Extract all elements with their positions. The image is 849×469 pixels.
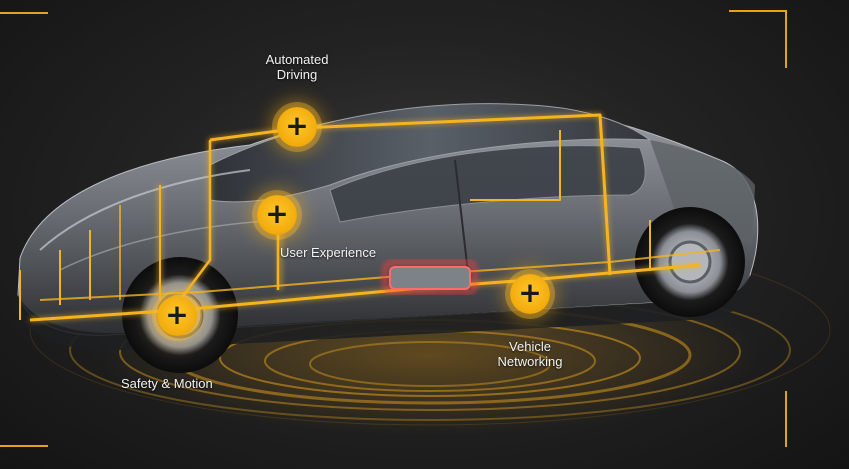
plus-icon: + [518, 276, 542, 309]
automated-driving-label: Automated Driving [252, 52, 342, 82]
plus-icon: + [165, 298, 189, 331]
safety-motion-label: Safety & Motion [121, 376, 213, 391]
automated-driving-label-line1: Automated [265, 52, 329, 67]
corner-bracket-top-left [0, 12, 48, 14]
battery-module [382, 259, 478, 295]
safety-motion-hotspot-button[interactable]: + [157, 296, 197, 336]
vehicle-networking-hotspot-button[interactable]: + [510, 274, 550, 314]
corner-bracket-bottom-left [0, 445, 48, 447]
plus-icon: + [265, 197, 289, 230]
vehicle-networking-label-line2: Networking [497, 354, 563, 369]
user-experience-hotspot-button[interactable]: + [257, 195, 297, 235]
corner-bracket-bottom-right [785, 391, 787, 447]
safety-motion-label-text: Safety & Motion [121, 376, 213, 391]
vehicle-networking-label: Vehicle Networking [485, 339, 575, 369]
user-experience-label: User Experience [280, 245, 376, 260]
automated-driving-hotspot-button[interactable]: + [277, 107, 317, 147]
automated-driving-label-line2: Driving [276, 67, 318, 82]
vehicle-networking-label-line1: Vehicle [509, 339, 551, 354]
user-experience-label-text: User Experience [280, 245, 377, 260]
corner-bracket-top-right [729, 10, 787, 68]
plus-icon: + [285, 109, 309, 142]
